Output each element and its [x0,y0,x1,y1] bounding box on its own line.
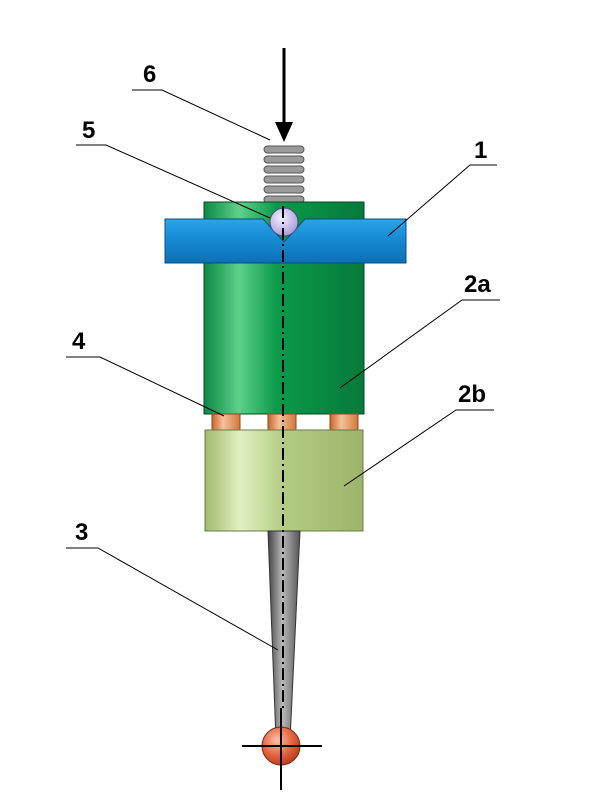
label-4: 4 [72,328,86,355]
label-3: 3 [75,519,88,546]
label-5: 5 [82,117,95,144]
label-6: 6 [143,61,156,88]
tip-crosshair [242,708,322,790]
leader-lines [66,89,500,651]
rollers [211,413,359,431]
plate [164,218,407,264]
force-arrow [275,48,293,142]
spring [263,145,305,204]
label-1: 1 [474,137,487,164]
label-2a: 2a [464,271,491,298]
label-2b: 2b [458,381,486,408]
